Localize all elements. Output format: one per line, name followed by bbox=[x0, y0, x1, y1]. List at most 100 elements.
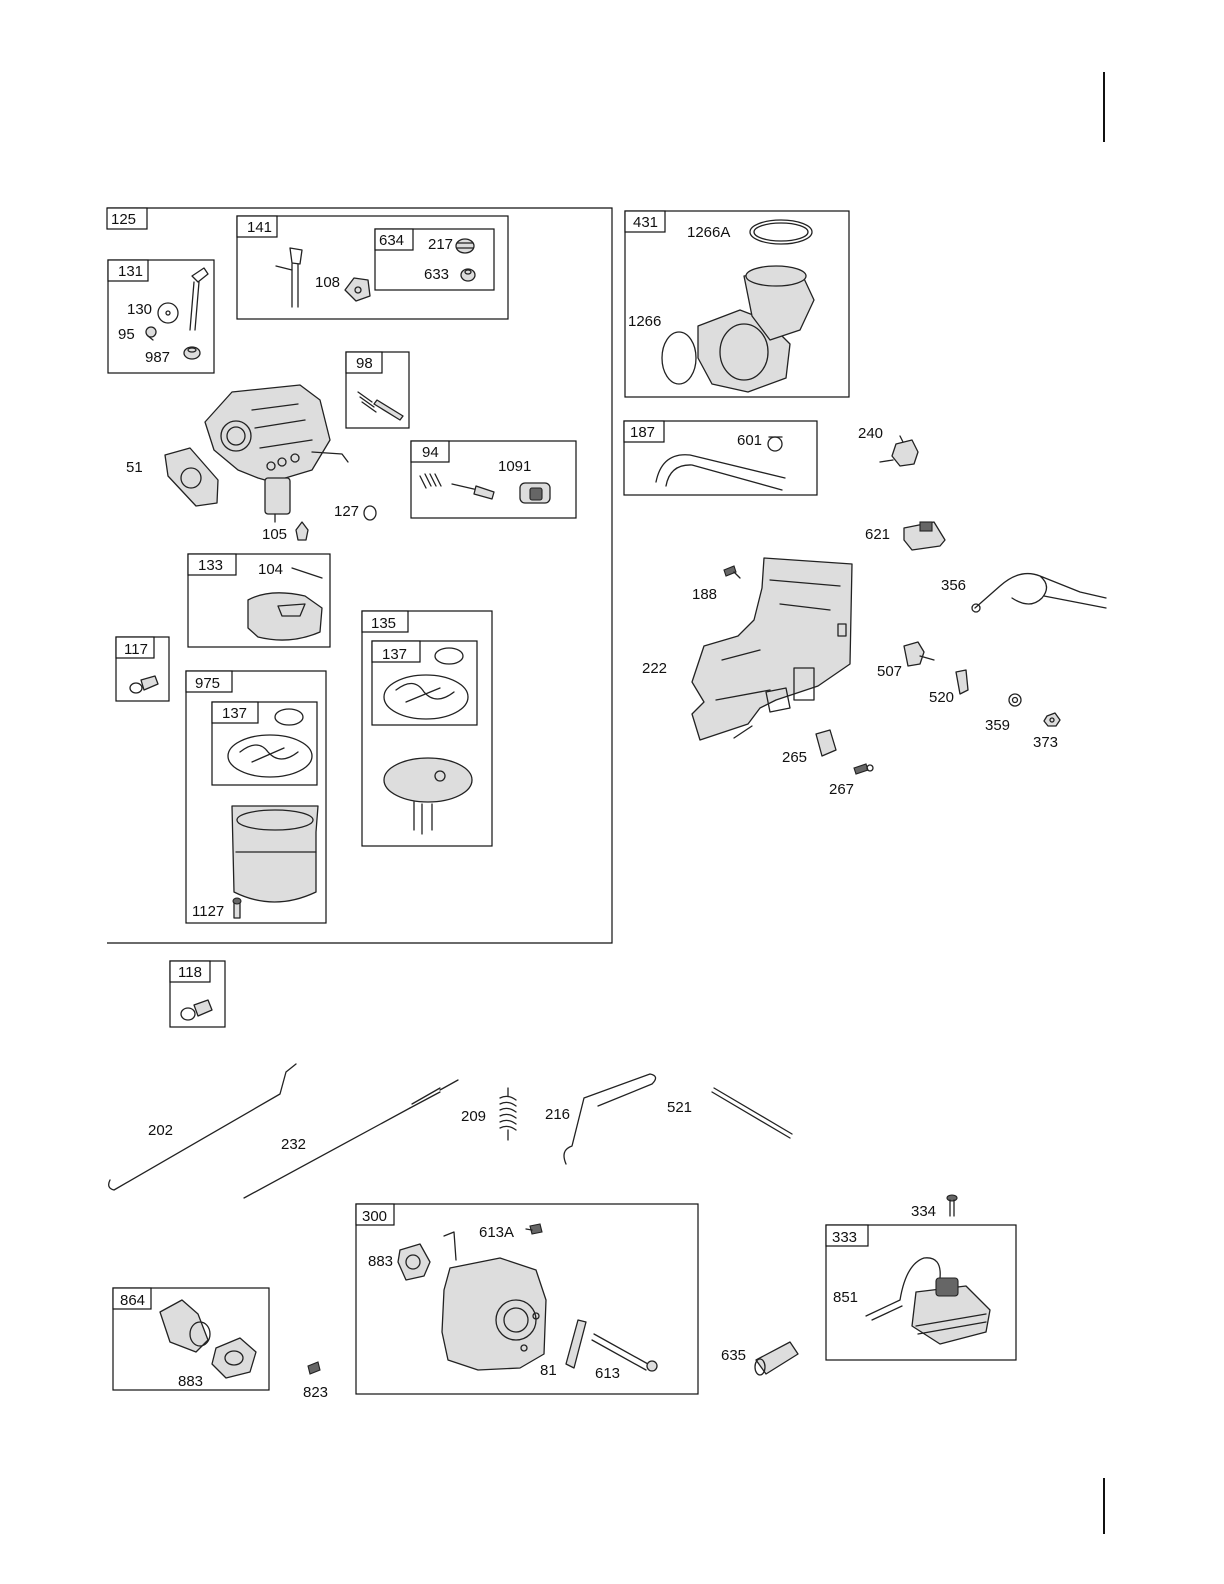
part-label-188: 188 bbox=[692, 586, 717, 603]
bolt-icon-334 bbox=[947, 1195, 957, 1216]
clip-icon-520 bbox=[956, 670, 968, 694]
extension-spring-icon bbox=[500, 1088, 516, 1140]
group-label-133: 133 bbox=[198, 557, 223, 574]
screw-icon-267 bbox=[854, 764, 873, 774]
part-label-883b: 883 bbox=[178, 1373, 203, 1390]
part-label-209: 209 bbox=[461, 1108, 486, 1125]
part-label-373: 373 bbox=[1033, 734, 1058, 751]
intake-elbow-icon bbox=[698, 266, 814, 392]
spark-plug-boot-icon bbox=[755, 1342, 798, 1375]
carburetor-icon bbox=[205, 385, 348, 522]
exhaust-adapter-icon bbox=[160, 1300, 210, 1352]
choke-plate-icon bbox=[345, 278, 370, 301]
part-label-1266A: 1266A bbox=[687, 224, 730, 241]
diaphragm-plate-icon bbox=[384, 758, 472, 834]
part-label-521: 521 bbox=[667, 1099, 692, 1116]
part-label-507: 507 bbox=[877, 663, 902, 680]
part-label-216: 216 bbox=[545, 1106, 570, 1123]
fuel-solenoid-spring-icon bbox=[420, 474, 494, 499]
part-label-217: 217 bbox=[428, 236, 453, 253]
group-box-125 bbox=[107, 208, 612, 943]
throttle-shaft-icon bbox=[190, 268, 208, 330]
gasket-icon-51 bbox=[165, 448, 218, 506]
group-label-98: 98 bbox=[356, 355, 373, 372]
part-label-105: 105 bbox=[262, 526, 287, 543]
part-label-81: 81 bbox=[540, 1362, 557, 1379]
screw-icon-118 bbox=[181, 1000, 212, 1020]
group-label-118: 118 bbox=[178, 964, 202, 981]
throttle-plate-icon bbox=[158, 303, 178, 323]
group-label-187: 187 bbox=[630, 424, 655, 441]
part-label-232: 232 bbox=[281, 1136, 306, 1153]
part-label-127: 127 bbox=[334, 503, 359, 520]
part-label-1091: 1091 bbox=[498, 458, 531, 475]
part-label-851: 851 bbox=[833, 1289, 858, 1306]
part-label-621: 621 bbox=[865, 526, 890, 543]
washer-icon-127 bbox=[364, 506, 376, 520]
part-label-359: 359 bbox=[985, 717, 1010, 734]
lock-plate-icon bbox=[566, 1320, 586, 1368]
float-icon bbox=[248, 593, 322, 640]
gasket-icon-883a bbox=[398, 1244, 430, 1280]
group-label-333: 333 bbox=[832, 1229, 857, 1246]
part-label-987: 987 bbox=[145, 349, 170, 366]
bolt-icon-1127 bbox=[233, 898, 241, 918]
switch-icon-507 bbox=[904, 642, 934, 666]
screw-icon-188 bbox=[724, 566, 740, 578]
muffler-icon bbox=[442, 1232, 546, 1370]
group-label-141: 141 bbox=[247, 219, 272, 236]
part-label-202: 202 bbox=[148, 1122, 173, 1139]
ignition-armature-icon bbox=[866, 1258, 990, 1344]
part-label-334: 334 bbox=[911, 1203, 936, 1220]
o-ring-icon-1266A bbox=[750, 220, 812, 244]
group-label-431: 431 bbox=[633, 214, 658, 231]
part-label-51: 51 bbox=[126, 459, 143, 476]
part-label-633: 633 bbox=[424, 266, 449, 283]
part-label-240: 240 bbox=[858, 425, 883, 442]
hose-clamp-icon bbox=[768, 437, 782, 451]
bracket-clip-icon-265 bbox=[816, 730, 836, 756]
group-label-864: 864 bbox=[120, 1292, 145, 1309]
group-label-975: 975 bbox=[195, 675, 220, 692]
choke-shaft-icon bbox=[276, 248, 302, 307]
group-label-94: 94 bbox=[422, 444, 439, 461]
part-label-823: 823 bbox=[303, 1384, 328, 1401]
part-label-1266: 1266 bbox=[628, 313, 661, 330]
screw-icon-613A bbox=[526, 1224, 542, 1234]
idle-screw-icon bbox=[358, 392, 403, 420]
group-label-137b: 137 bbox=[382, 646, 407, 663]
group-label-131: 131 bbox=[118, 263, 143, 280]
fuel-line-icon bbox=[656, 455, 785, 490]
fuel-filter-icon bbox=[880, 436, 918, 466]
part-label-267: 267 bbox=[829, 781, 854, 798]
governor-link-icon bbox=[109, 1064, 296, 1190]
float-pin-icon bbox=[292, 568, 322, 578]
seal-icon-987 bbox=[184, 347, 200, 359]
part-label-265: 265 bbox=[782, 749, 807, 766]
part-label-613A: 613A bbox=[479, 1224, 514, 1241]
part-label-883a: 883 bbox=[368, 1253, 393, 1270]
nut-icon-373 bbox=[1044, 713, 1060, 726]
part-label-601: 601 bbox=[737, 432, 762, 449]
washer-icon-359 bbox=[1009, 694, 1021, 706]
part-label-222: 222 bbox=[642, 660, 667, 677]
seal-icon bbox=[461, 269, 475, 281]
group-label-117: 117 bbox=[124, 641, 148, 658]
jet-icon-105 bbox=[296, 522, 308, 540]
rod-icon-521 bbox=[712, 1088, 792, 1138]
part-label-520: 520 bbox=[929, 689, 954, 706]
part-label-130: 130 bbox=[127, 301, 152, 318]
screw-icon-117 bbox=[130, 676, 158, 693]
part-label-108: 108 bbox=[315, 274, 340, 291]
group-box-141 bbox=[237, 216, 508, 319]
group-label-125: 125 bbox=[111, 211, 136, 228]
float-bowl-icon bbox=[232, 806, 318, 902]
part-label-635: 635 bbox=[721, 1347, 746, 1364]
part-label-95: 95 bbox=[118, 326, 135, 343]
part-label-104: 104 bbox=[258, 561, 283, 578]
wire-harness-icon bbox=[972, 574, 1106, 612]
part-label-1127: 1127 bbox=[192, 903, 224, 920]
switch-icon-621 bbox=[904, 522, 945, 550]
o-ring-icon-1266 bbox=[662, 332, 696, 384]
